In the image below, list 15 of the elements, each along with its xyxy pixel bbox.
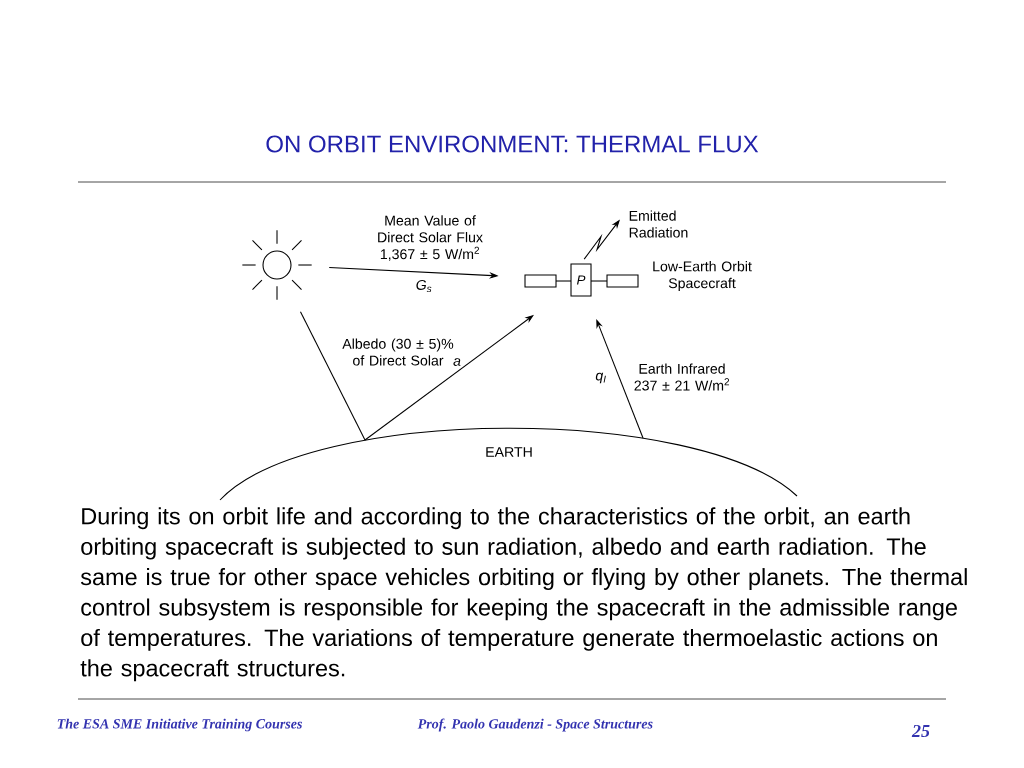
sun-drawing: [241, 229, 313, 301]
spacecraft-drawing: P: [524, 263, 639, 297]
edge-label: Mean Value of Direct Solar Flux 1,367 ± 5 W/m$^{2}$: [372, 213, 488, 263]
edge-label: a: [451, 356, 463, 368]
symbol-label: G$_{s}$: [416, 279, 432, 293]
page-number: 25: [911, 724, 930, 738]
footer-text: The ESA SME Initiative Training Courses: [57, 718, 302, 732]
earth-drawing: EARTH: [219, 427, 798, 501]
flux-label: Earth Infrared 237 ± 21 W/m$^{2}$: [634, 363, 730, 391]
edge-label: q$_{I}$: [594, 371, 608, 385]
edge-label: Emitted Radiation: [627, 209, 697, 239]
spacecraft-label: Low-Earth Orbit Spacecraft: [653, 261, 752, 291]
footer-text: Prof. Paolo Gaudenzi - Space Structures: [417, 718, 653, 732]
body-text: During its on orbit life and according to the characteristics of the orbit, an earth orbiting spacecraft is subjected to sun radiation, albedo and earth radiation. The same is true for other space vehicles orbiting or flying by other planets. The thermal control subsystem is responsible for keeping the spacecraft in the admissible range of temperatures. The variations of temperature generate thermoelastic actions on the spacecraft structures.: [80, 507, 967, 682]
title: ON ORBIT ENVIRONMENT: THERMAL FLUX: [266, 135, 759, 153]
